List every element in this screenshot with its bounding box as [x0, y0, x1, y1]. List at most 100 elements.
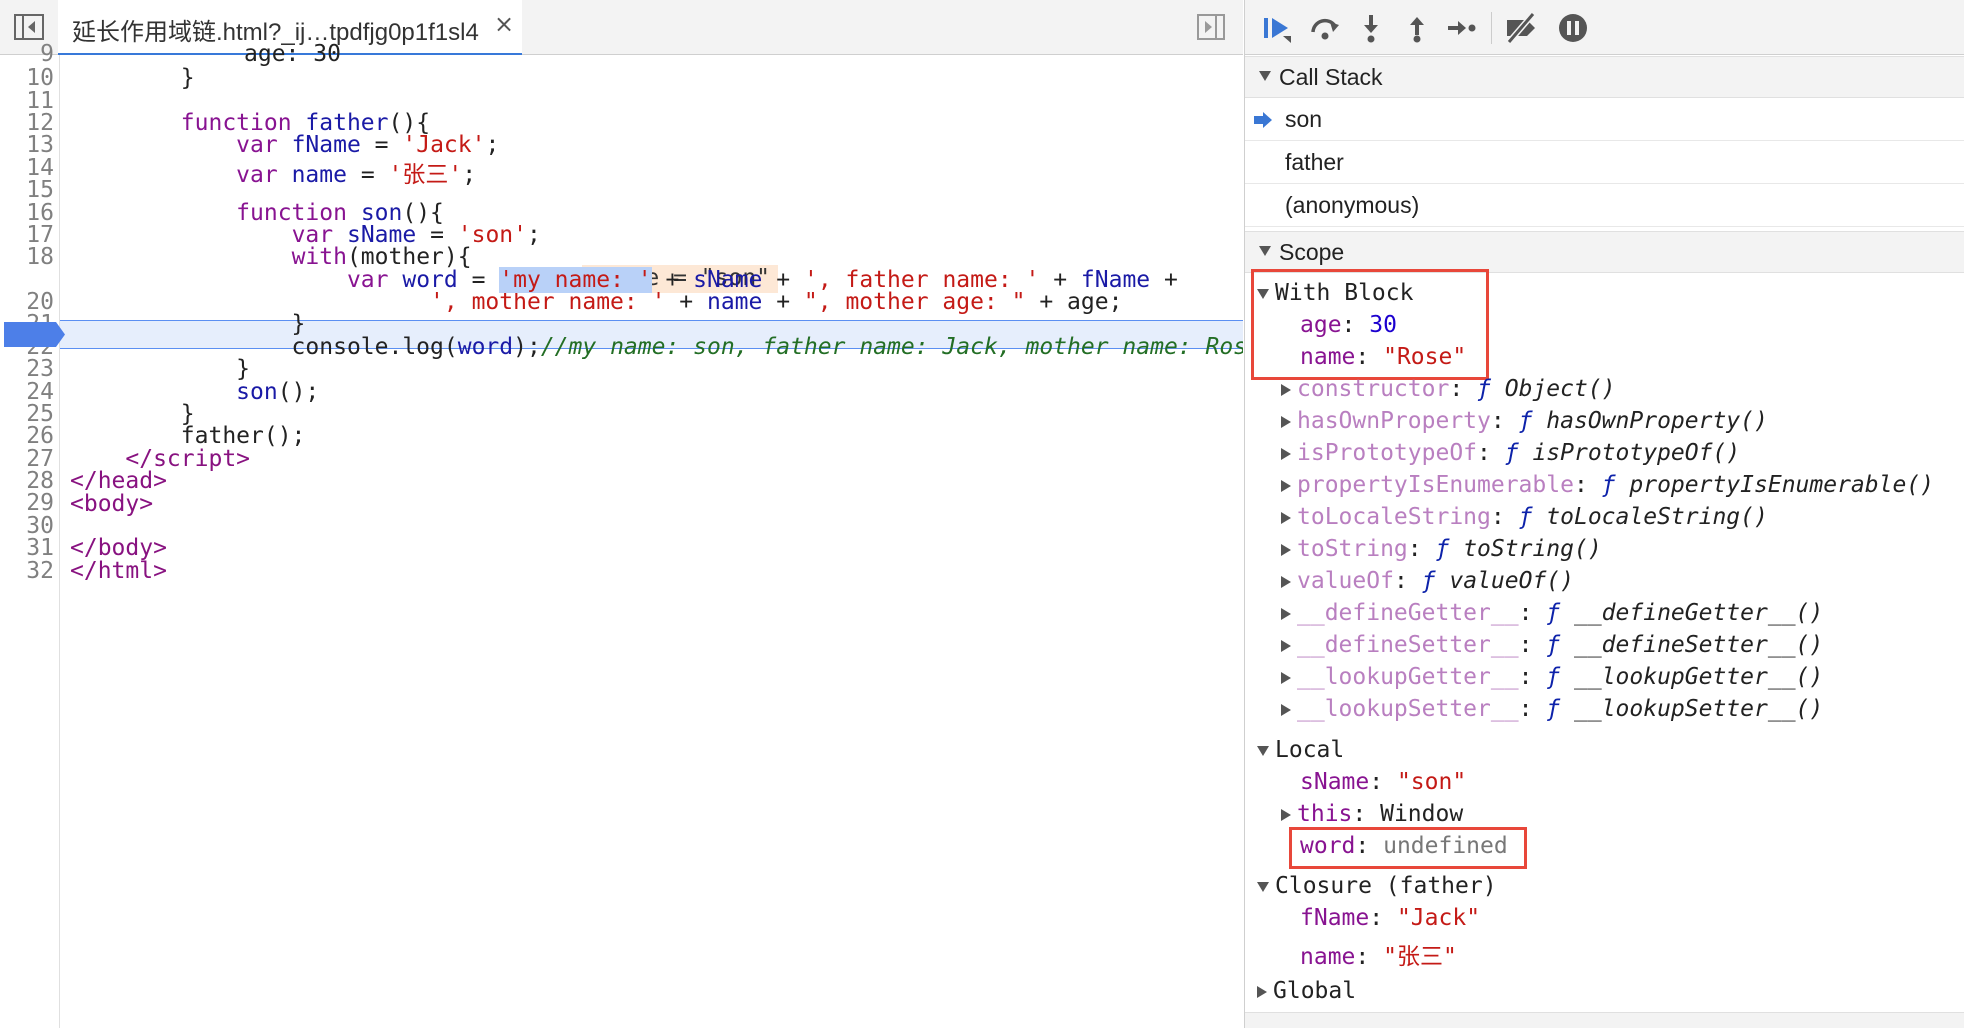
line-number[interactable]: 29: [26, 490, 54, 516]
line-number[interactable]: 25: [26, 401, 54, 427]
pause-on-exceptions-icon[interactable]: [1557, 12, 1589, 44]
resume-icon[interactable]: [1261, 12, 1293, 44]
line-number[interactable]: 11: [26, 88, 54, 114]
line-number[interactable]: 23: [26, 356, 54, 382]
global-scope[interactable]: Global: [1257, 978, 1356, 1004]
code-line: son();: [236, 379, 320, 405]
debugger-sidebar: Call Stack son father (anonymous) Scope …: [1244, 0, 1964, 1028]
proto-property[interactable]: propertyIsEnumerable: ƒ propertyIsEnumer…: [1281, 472, 1934, 498]
code-line: var fName = 'Jack';: [236, 132, 500, 158]
proto-property[interactable]: toString: ƒ toString(): [1281, 536, 1602, 562]
call-stack-title: Call Stack: [1279, 64, 1383, 90]
step-out-icon[interactable]: [1401, 12, 1433, 44]
code-line: </script>: [125, 446, 251, 472]
line-number[interactable]: 18: [26, 244, 54, 270]
local-scope[interactable]: Local: [1257, 737, 1344, 763]
scope-property: sName: "son": [1300, 769, 1467, 795]
line-number[interactable]: 32: [26, 558, 54, 584]
scope-property[interactable]: this: Window: [1281, 801, 1463, 827]
line-number[interactable]: 30: [26, 513, 54, 539]
tab-title: 延长作用域链.html?_ij…tpdfjg0p1f1sl4: [72, 19, 479, 46]
closure-scope[interactable]: Closure (father): [1257, 873, 1497, 899]
proto-property[interactable]: __defineGetter__: ƒ __defineGetter__(): [1281, 600, 1823, 626]
expand-triangle-icon: [1257, 881, 1269, 892]
current-line-number[interactable]: 19: [26, 267, 54, 293]
frame-label: father: [1285, 149, 1344, 175]
call-frame-father[interactable]: father: [1245, 141, 1964, 184]
line-number-gutter[interactable]: 9 10 11 12 13 14 15 16 17 18 19 20 21 22…: [0, 41, 60, 1028]
proto-property[interactable]: toLocaleString: ƒ toLocaleString(): [1281, 504, 1768, 530]
step-into-icon[interactable]: [1355, 12, 1387, 44]
expand-triangle-icon: [1257, 288, 1269, 299]
expand-triangle-icon: [1281, 543, 1291, 556]
scope-property: name: "张三": [1300, 944, 1457, 970]
toolbar-divider: [1491, 12, 1492, 44]
code-line: var sName = 'son';: [291, 222, 541, 248]
line-number[interactable]: 12: [26, 110, 54, 136]
expand-triangle-icon: [1259, 246, 1271, 256]
scope-property: name: "Rose": [1300, 344, 1467, 370]
code-line: <body>: [70, 491, 154, 517]
line-number[interactable]: 9: [40, 41, 54, 67]
step-icon[interactable]: [1445, 12, 1477, 44]
line-number[interactable]: 13: [26, 132, 54, 158]
line-number[interactable]: 10: [26, 65, 54, 91]
scope-label: Closure (father): [1275, 873, 1497, 899]
code-line: </body>: [70, 535, 167, 561]
next-section-header[interactable]: [1245, 1012, 1964, 1028]
line-number[interactable]: 26: [26, 423, 54, 449]
scope-label: Global: [1273, 978, 1357, 1004]
code-line: father();: [70, 423, 306, 449]
code-line: function father(){: [180, 110, 431, 136]
editor-tab[interactable]: 延长作用域链.html?_ij…tpdfjg0p1f1sl4 ×: [58, 0, 522, 55]
line-number[interactable]: 16: [26, 200, 54, 226]
proto-property[interactable]: constructor: ƒ Object(): [1281, 376, 1616, 402]
line-number[interactable]: 31: [26, 535, 54, 561]
close-icon[interactable]: ×: [494, 10, 515, 38]
current-frame-arrow-icon: [1254, 112, 1272, 128]
breakpoint-marker-icon[interactable]: [4, 322, 66, 347]
code-line: var name = '张三';: [236, 162, 477, 188]
scope-label: Local: [1275, 737, 1345, 763]
line-number[interactable]: 17: [26, 222, 54, 248]
expand-triangle-icon: [1281, 415, 1291, 428]
code-line: ', mother name: ' + name + ", mother age…: [430, 289, 1123, 315]
line-number[interactable]: 14: [26, 155, 54, 181]
line-number[interactable]: 15: [26, 177, 54, 203]
code-line: console.log(word);//my name: son, father…: [70, 334, 1243, 360]
proto-property[interactable]: valueOf: ƒ valueOf(): [1281, 568, 1574, 594]
expand-triangle-icon: [1281, 447, 1291, 460]
proto-property[interactable]: __lookupSetter__: ƒ __lookupSetter__(): [1281, 696, 1823, 722]
call-frame-anonymous[interactable]: (anonymous): [1245, 184, 1964, 227]
code-line: }: [70, 356, 251, 382]
call-frame-son[interactable]: son: [1245, 98, 1964, 141]
deactivate-breakpoints-icon[interactable]: [1503, 12, 1541, 44]
code-line: }: [70, 311, 306, 337]
proto-property[interactable]: hasOwnProperty: ƒ hasOwnProperty(): [1281, 408, 1768, 434]
code-line: age: 30: [244, 41, 341, 67]
with-block-scope[interactable]: With Block: [1257, 280, 1413, 306]
source-pane: 延长作用域链.html?_ij…tpdfjg0p1f1sl4 × 9 10 11…: [0, 0, 1243, 1028]
frame-label: (anonymous): [1285, 192, 1420, 218]
line-number[interactable]: 28: [26, 468, 54, 494]
expand-triangle-icon: [1257, 985, 1267, 998]
proto-property[interactable]: __lookupGetter__: ƒ __lookupGetter__(): [1281, 664, 1823, 690]
call-stack-header[interactable]: Call Stack: [1245, 56, 1964, 98]
highlight-box: [1251, 269, 1489, 380]
toggle-debugger-icon[interactable]: [1197, 14, 1225, 40]
code-line: </head>: [70, 468, 167, 494]
frame-label: son: [1285, 106, 1323, 132]
step-over-icon[interactable]: [1309, 12, 1341, 44]
scope-header[interactable]: Scope: [1245, 231, 1964, 273]
proto-property[interactable]: __defineSetter__: ƒ __defineSetter__(): [1281, 632, 1823, 658]
line-number[interactable]: 27: [26, 446, 54, 472]
line-number[interactable]: 20: [26, 289, 54, 315]
toggle-navigator-icon[interactable]: [14, 14, 44, 40]
code-line: function son(){: [236, 200, 444, 226]
expand-triangle-icon: [1281, 383, 1291, 396]
proto-property[interactable]: isPrototypeOf: ƒ isPrototypeOf(): [1281, 440, 1740, 466]
scope-property: word: undefined: [1300, 833, 1508, 859]
expand-triangle-icon: [1281, 511, 1291, 524]
highlight-box: [1289, 827, 1527, 869]
line-number[interactable]: 24: [26, 379, 54, 405]
